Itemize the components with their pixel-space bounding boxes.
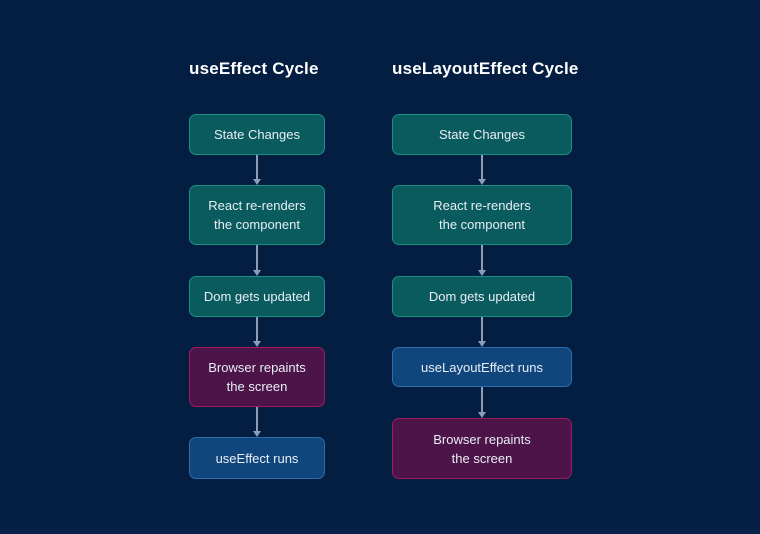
- node-uselayouteffect-react-rerenders: React re-renders the component: [392, 185, 572, 245]
- node-label: React re-renders the component: [433, 198, 531, 232]
- arrow-head-icon: [478, 270, 486, 276]
- arrow-stem: [256, 155, 258, 180]
- node-useeffect-runs: useEffect runs: [189, 437, 325, 479]
- node-uselayouteffect-dom-updated: Dom gets updated: [392, 276, 572, 317]
- arrow-head-icon: [253, 341, 261, 347]
- node-uselayouteffect-state-changes: State Changes: [392, 114, 572, 155]
- node-label: State Changes: [438, 127, 525, 142]
- node-useeffect-state-changes: State Changes: [189, 114, 325, 155]
- arrow-uselayouteffect-3: [476, 317, 488, 347]
- node-label: React re-renders the component: [208, 198, 306, 232]
- bottom-edge-strip: [0, 528, 760, 534]
- arrow-stem: [481, 245, 483, 271]
- node-uselayouteffect-runs: useLayoutEffect runs: [392, 347, 572, 387]
- arrow-head-icon: [253, 270, 261, 276]
- node-label: Dom gets updated: [428, 289, 536, 304]
- node-label: useEffect runs: [215, 450, 299, 466]
- node-label: State Changes: [213, 127, 300, 142]
- arrow-stem: [481, 317, 483, 342]
- arrow-uselayouteffect-1: [476, 155, 488, 185]
- node-label: useLayoutEffect runs: [421, 359, 543, 375]
- arrow-uselayouteffect-4: [476, 387, 488, 418]
- arrow-stem: [256, 407, 258, 432]
- arrow-head-icon: [253, 431, 261, 437]
- arrow-head-icon: [478, 179, 486, 185]
- arrow-stem: [256, 317, 258, 342]
- node-uselayouteffect-browser-repaints: Browser repaints the screen: [392, 418, 572, 479]
- column-title-uselayouteffect: useLayoutEffect Cycle: [392, 59, 579, 78]
- column-title-useeffect: useEffect Cycle: [189, 59, 319, 78]
- arrow-useeffect-1: [251, 155, 263, 185]
- arrow-head-icon: [253, 179, 261, 185]
- arrow-useeffect-2: [251, 245, 263, 276]
- arrow-useeffect-4: [251, 407, 263, 437]
- arrow-head-icon: [478, 412, 486, 418]
- arrow-useeffect-3: [251, 317, 263, 347]
- arrow-stem: [256, 245, 258, 271]
- node-label: Browser repaints the screen: [433, 431, 531, 466]
- arrow-stem: [481, 155, 483, 180]
- node-useeffect-react-rerenders: React re-renders the component: [189, 185, 325, 245]
- arrow-head-icon: [478, 341, 486, 347]
- node-useeffect-browser-repaints: Browser repaints the screen: [189, 347, 325, 407]
- node-label: Dom gets updated: [203, 289, 311, 304]
- arrow-stem: [481, 387, 483, 413]
- arrow-uselayouteffect-2: [476, 245, 488, 276]
- node-label: Browser repaints the screen: [208, 360, 306, 394]
- node-useeffect-dom-updated: Dom gets updated: [189, 276, 325, 317]
